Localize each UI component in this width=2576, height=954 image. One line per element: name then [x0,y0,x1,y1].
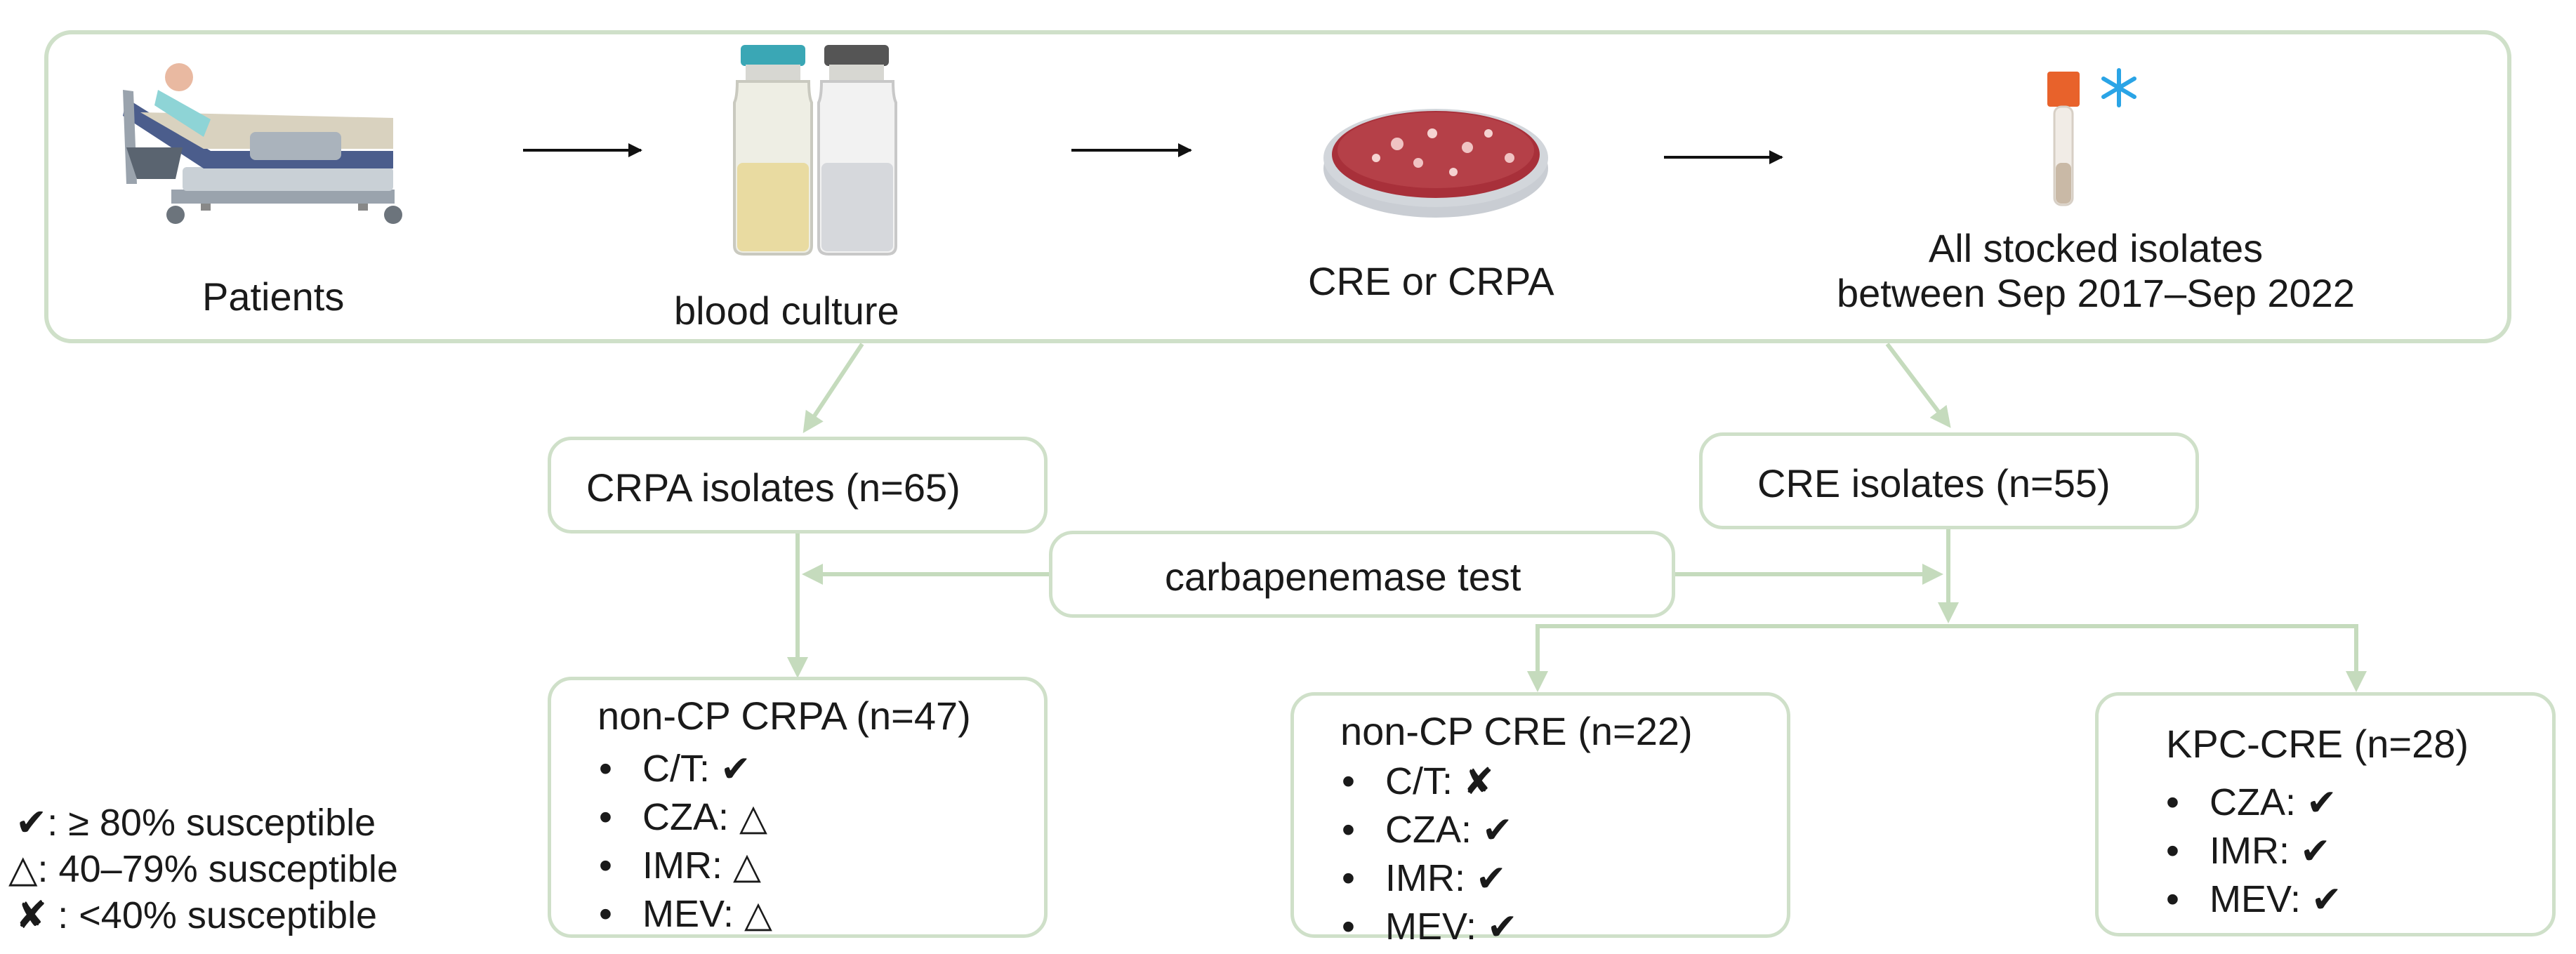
drug-label: CZA: [1385,809,1472,851]
legend-text: : <40% susceptible [47,894,378,936]
connector-top-to-cre [1885,343,1951,428]
check-icon: ✔ [2306,783,2337,823]
legend-text: : 40–79% susceptible [37,848,398,890]
legend-row: ✘ : <40% susceptible [15,893,377,937]
triangle-icon: △ [739,797,768,838]
legend-text: : ≥ 80% susceptible [47,802,376,844]
check-icon: ✔ [1482,810,1513,851]
noncp-crpa-box: non-CP CRPA (n=47) C/T: ✔ CZA: △ IMR: △ … [548,677,1048,938]
drug-label: MEV: [642,893,734,935]
crpa-isolates-label: CRPA isolates (n=65) [586,465,960,510]
kpc-cre-box: KPC-CRE (n=28) CZA: ✔ IMR: ✔ MEV: ✔ [2095,692,2556,936]
noncp-crpa-title: non-CP CRPA (n=47) [597,694,971,738]
triangle-icon: △ [744,894,773,935]
patients-label: Patients [202,274,345,319]
drug-label: C/T: [1385,760,1453,802]
noncp-cre-list: C/T: ✘ CZA: ✔ IMR: ✔ MEV: ✔ [1322,757,1518,951]
legend-row: △: 40–79% susceptible [8,847,398,891]
check-icon: ✔ [15,802,48,844]
cre-isolates-label: CRE isolates (n=55) [1757,461,2111,505]
list-item: CZA: △ [579,793,772,842]
petri-dish-icon [1323,109,1548,218]
list-item: C/T: ✘ [1322,757,1518,806]
cross-icon: ✘ [15,894,48,936]
triangle-icon: △ [8,848,38,890]
stocked-isolates-line1: All stocked isolates [1928,226,2264,270]
list-item: MEV: △ [579,890,772,939]
list-item: MEV: ✔ [1322,903,1518,951]
list-item: IMR: ✔ [2146,827,2342,875]
noncp-crpa-list: C/T: ✔ CZA: △ IMR: △ MEV: △ [579,745,772,939]
crpa-isolates-box: CRPA isolates (n=65) [548,437,1048,534]
hospital-bed-icon [123,63,402,224]
top-stage-container [44,30,2511,343]
drug-label: C/T: [642,748,711,790]
cre-isolates-box: CRE isolates (n=55) [1699,432,2199,529]
list-item: CZA: ✔ [2146,779,2342,827]
check-icon: ✔ [720,749,751,790]
list-item: IMR: △ [579,842,772,890]
list-item: CZA: ✔ [1322,806,1518,854]
check-icon: ✔ [1487,907,1518,948]
list-item: MEV: ✔ [2146,875,2342,924]
carbapenemase-test-label: carbapenemase test [1165,555,1521,599]
blood-culture-label: blood culture [674,289,899,333]
check-icon: ✔ [2300,831,2331,872]
drug-label: IMR: [1385,857,1465,899]
drug-label: MEV: [1385,906,1477,948]
legend-row: ✔: ≥ 80% susceptible [15,800,376,844]
kpc-cre-list: CZA: ✔ IMR: ✔ MEV: ✔ [2146,779,2342,924]
drug-label: CZA: [2210,781,2297,823]
snowflake-icon [2101,68,2136,107]
drug-label: CZA: [642,796,729,838]
stocked-isolates-line2: between Sep 2017–Sep 2022 [1837,271,2355,315]
drug-label: IMR: [2210,830,2290,872]
check-icon: ✔ [1476,859,1507,899]
stocked-isolates-label: All stocked isolates between Sep 2017–Se… [1815,226,2377,316]
carbapenemase-test-box: carbapenemase test [1049,531,1675,618]
noncp-cre-box: non-CP CRE (n=22) C/T: ✘ CZA: ✔ IMR: ✔ M… [1290,692,1790,950]
cross-icon: ✘ [1463,762,1494,802]
kpc-cre-title: KPC-CRE (n=28) [2166,722,2469,766]
list-item: C/T: ✔ [579,745,772,793]
frozen-tube-icon [2047,72,2080,206]
drug-label: IMR: [642,844,722,887]
check-icon: ✔ [2311,880,2342,920]
blood-culture-vials-icon [733,45,897,256]
drug-label: MEV: [2210,878,2301,920]
noncp-cre-title: non-CP CRE (n=22) [1340,709,1693,753]
cre-or-crpa-label: CRE or CRPA [1308,259,1554,303]
triangle-icon: △ [733,846,762,887]
connector-top-to-crpa [802,343,864,433]
list-item: IMR: ✔ [1322,854,1518,903]
